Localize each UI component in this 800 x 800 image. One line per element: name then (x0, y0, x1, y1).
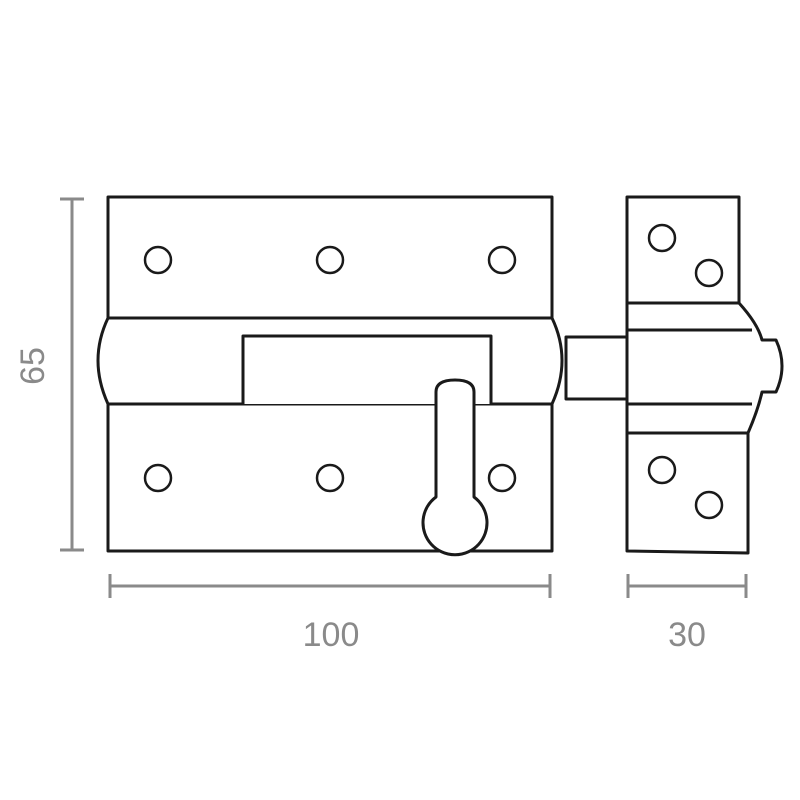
screw-hole (487, 463, 517, 493)
height-dim-label: 65 (14, 347, 52, 385)
bolt-handle (421, 378, 489, 557)
keeper-screw-hole (694, 490, 724, 520)
bolt-slot (241, 334, 493, 404)
height-dimension: 65 (14, 197, 84, 552)
keeper (625, 195, 784, 555)
keeper-barrel (625, 301, 784, 435)
keeper-screw-hole (647, 455, 677, 485)
width-dim-label: 100 (303, 616, 360, 654)
keeper-screw-hole (694, 258, 724, 288)
screw-hole (315, 245, 345, 275)
keeper-width-dimension: 30 (626, 574, 748, 654)
bolt-rod (564, 335, 632, 401)
screw-hole (143, 245, 173, 275)
keeper-bottom-plate (625, 431, 750, 555)
screw-hole (315, 463, 345, 493)
keeper-width-dim-label: 30 (668, 616, 706, 654)
width-dimension: 100 (108, 574, 552, 654)
keeper-top-plate (625, 195, 741, 305)
screw-hole (143, 463, 173, 493)
keeper-screw-hole (647, 223, 677, 253)
screw-hole (487, 245, 517, 275)
